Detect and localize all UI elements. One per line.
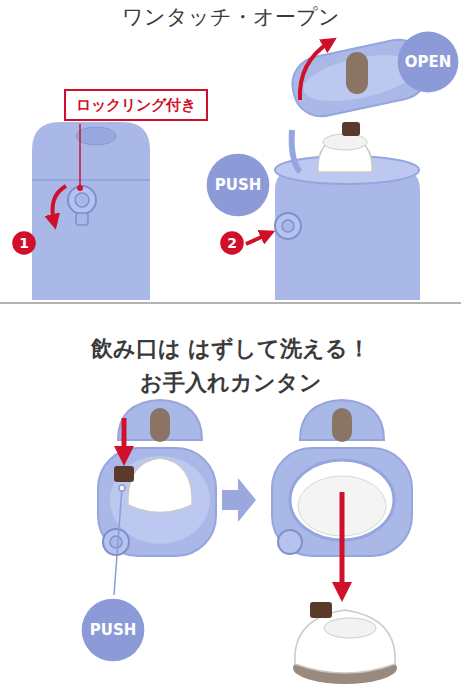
badge-fill bbox=[12, 231, 36, 255]
open-arrow bbox=[300, 42, 330, 100]
badge-fill bbox=[207, 154, 270, 217]
badge-fill bbox=[220, 231, 244, 255]
node-text: PUSH bbox=[90, 621, 137, 639]
badge-fill bbox=[398, 32, 459, 93]
node-text: 2 bbox=[227, 235, 237, 252]
remove-arrow bbox=[340, 492, 345, 592]
leader-line bbox=[114, 488, 122, 595]
node-text: PUSH bbox=[215, 176, 262, 194]
lid-assembly bbox=[98, 400, 216, 556]
diagram-title: ワンタッチ・オープン bbox=[0, 3, 461, 31]
callout-box: ロックリング付き bbox=[64, 89, 208, 121]
node-text: 1 bbox=[19, 235, 29, 252]
leader-dot bbox=[119, 485, 125, 491]
press-arrow bbox=[122, 418, 127, 456]
push-arrow bbox=[246, 234, 268, 244]
leader-line bbox=[79, 124, 81, 186]
badge-fill bbox=[82, 599, 145, 662]
node-text: ロックリング付き bbox=[76, 96, 196, 114]
leader-dot bbox=[77, 185, 83, 191]
section-heading: 飲み口は はずして洗える！ bbox=[0, 334, 461, 364]
closed-bottle bbox=[32, 122, 150, 300]
section-heading: お手入れカンタン bbox=[0, 368, 461, 398]
node-text: OPEN bbox=[405, 53, 452, 71]
step-number: 2 bbox=[220, 231, 244, 255]
divider bbox=[0, 302, 461, 304]
rotate-arrow bbox=[53, 186, 67, 222]
step-arrow bbox=[222, 478, 256, 522]
open-badge: OPEN bbox=[397, 31, 459, 93]
push-badge: PUSH bbox=[81, 598, 145, 662]
spout-part bbox=[293, 602, 397, 684]
step-number: 1 bbox=[12, 231, 36, 255]
push-badge: PUSH bbox=[206, 153, 270, 217]
